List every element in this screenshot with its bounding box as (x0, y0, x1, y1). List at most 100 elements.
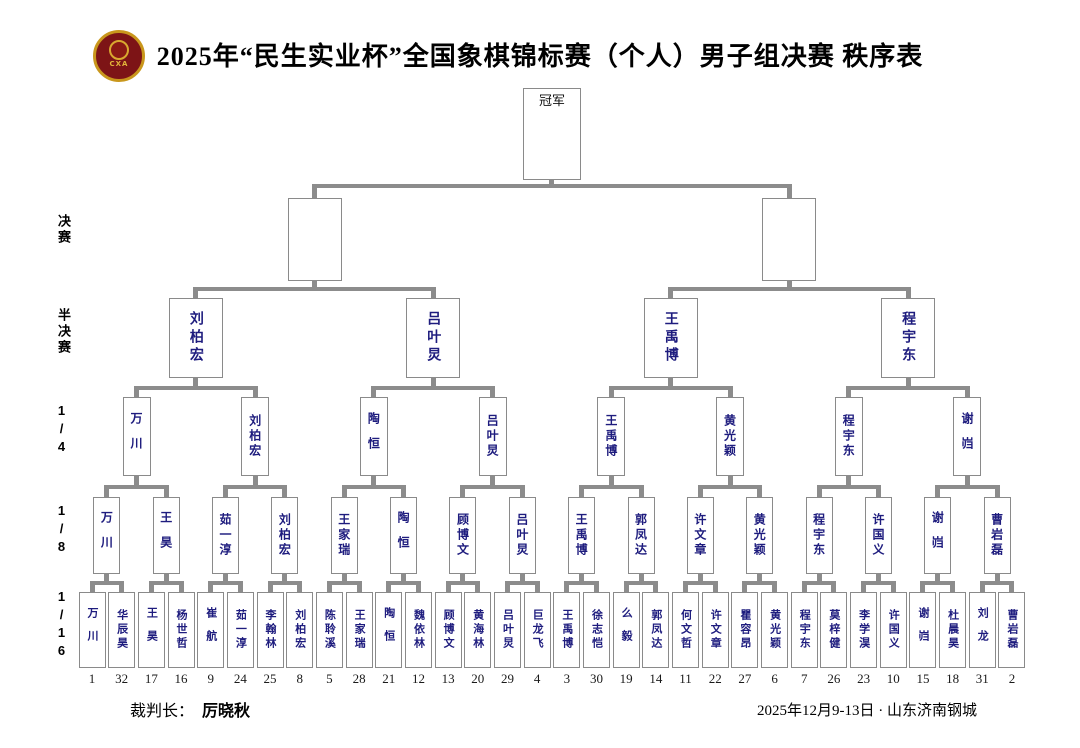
player-box-round32-10: 王家瑞 (345, 592, 373, 668)
connector-child-semifinal-1 (193, 287, 199, 298)
connector-child-round16-4 (282, 485, 288, 497)
connector-child-final-2 (786, 184, 792, 198)
player-box-round16-5: 王家瑞 (330, 497, 358, 574)
player-name: 黄海林 (471, 609, 485, 651)
cxa-logo-text: CXA (109, 60, 129, 68)
player-box-semifinal-3: 王禹博 (643, 298, 698, 378)
player-box-round16-1: 万川 (93, 497, 121, 574)
player-name: 顾博文 (442, 609, 456, 651)
player-name: 黄光颖 (722, 414, 737, 459)
player-box-round32-24: 黄光颖 (761, 592, 789, 668)
player-name: 么毅 (620, 607, 634, 653)
player-name: 吕叶炅 (501, 609, 515, 651)
connector-parent-round32-8 (519, 573, 525, 585)
player-name: 谢岿 (959, 411, 974, 462)
connector-parent-round32-15 (935, 573, 941, 585)
connector-child-quarterfinal-3 (371, 386, 377, 397)
seed-number-28: 10 (886, 671, 900, 686)
player-name: 何文哲 (679, 609, 693, 651)
player-box-round32-23: 瞿容昂 (731, 592, 759, 668)
connector-child-quarterfinal-8 (964, 386, 970, 397)
player-box-round16-7: 顾博文 (449, 497, 477, 574)
connector-child-round32-7 (267, 581, 273, 592)
connector-parent-quarterfinal-1 (193, 377, 199, 390)
connector-child-round32-6 (237, 581, 243, 592)
player-name: 谢岿 (916, 607, 930, 653)
seed-number-1: 1 (88, 671, 96, 686)
connector-child-quarterfinal-7 (846, 386, 852, 397)
player-name: 万川 (99, 510, 114, 561)
connector-parent-round16-4 (490, 475, 496, 489)
connector-child-round32-28 (890, 581, 896, 592)
player-name: 徐志恺 (590, 609, 604, 651)
player-box-semifinal-1: 刘柏宏 (168, 298, 223, 378)
connector-child-round16-8 (519, 485, 525, 497)
page-title: 2025年“民生实业杯”全国象棋锦标赛（个人）男子组决赛 秩序表 (156, 42, 924, 71)
connector-child-round32-25 (801, 581, 807, 592)
connector-parent-round16-7 (846, 475, 852, 489)
player-box-round16-9: 王禹博 (568, 497, 596, 574)
player-name: 曹岩磊 (1005, 609, 1019, 651)
player-name: 王禹博 (560, 609, 574, 651)
connector-child-round32-8 (297, 581, 303, 592)
connector-parent-round16-6 (727, 475, 733, 489)
player-box-round32-3: 王昊 (137, 592, 165, 668)
player-name: 郭凤达 (649, 609, 663, 651)
connector-parent-round16-5 (608, 475, 614, 489)
player-name: 黄光颖 (752, 513, 767, 558)
seed-number-26: 26 (827, 671, 841, 686)
connector-child-round32-30 (950, 581, 956, 592)
player-box-round16-6: 陶恒 (390, 497, 418, 574)
connector-child-round16-10 (638, 485, 644, 497)
seed-number-15: 29 (500, 671, 514, 686)
player-box-quarterfinal-2: 刘柏宏 (241, 397, 270, 476)
player-name: 陶恒 (366, 411, 381, 462)
player-box-quarterfinal-7: 程宇东 (834, 397, 863, 476)
player-name: 刘柏宏 (293, 609, 307, 651)
player-name: 万川 (129, 411, 143, 462)
player-name: 程宇东 (798, 609, 812, 651)
seed-number-17: 3 (563, 671, 571, 686)
player-box-round32-30: 杜晨昊 (939, 592, 967, 668)
player-name: 茹一淳 (218, 513, 233, 558)
connector-child-final-1 (312, 184, 318, 198)
seed-number-6: 24 (233, 671, 247, 686)
player-box-round32-12: 魏依林 (404, 592, 432, 668)
player-box-round32-7: 李翰林 (256, 592, 284, 668)
seed-number-4: 16 (174, 671, 188, 686)
connector-child-round32-24 (772, 581, 778, 592)
player-name: 陶恒 (382, 607, 396, 653)
connector-parent-round16-8 (964, 475, 970, 489)
connector-child-round32-13 (445, 581, 451, 592)
seed-number-19: 19 (619, 671, 633, 686)
connector-child-round32-5 (208, 581, 214, 592)
player-name: 许国义 (870, 513, 885, 558)
referee-name: 厉晓秋 (202, 703, 251, 720)
seed-number-27: 23 (857, 671, 871, 686)
player-name: 曹岩磊 (989, 513, 1004, 558)
player-box-quarterfinal-1: 万川 (122, 397, 151, 476)
connector-child-round32-20 (653, 581, 659, 592)
player-name: 谢岿 (930, 510, 945, 561)
connector-parent-round32-9 (579, 573, 585, 585)
connector-child-round32-17 (564, 581, 570, 592)
player-box-final-1 (287, 198, 342, 281)
player-name: 郭凤达 (633, 513, 648, 558)
player-box-round32-19: 么毅 (612, 592, 640, 668)
connector-child-round32-32 (1009, 581, 1015, 592)
player-name: 吕叶炅 (425, 311, 442, 365)
seed-number-7: 25 (263, 671, 277, 686)
seed-number-12: 12 (411, 671, 425, 686)
connector-parent-round16-1 (134, 475, 139, 489)
connector-parent-round32-11 (697, 573, 703, 585)
player-name: 王禹博 (603, 414, 618, 459)
player-box-quarterfinal-8: 谢岿 (953, 397, 982, 476)
player-box-quarterfinal-6: 黄光颖 (716, 397, 745, 476)
connector-child-round16-13 (816, 485, 822, 497)
player-name: 华辰昊 (115, 609, 129, 651)
connector-child-round16-3 (223, 485, 229, 497)
connector-child-round32-19 (623, 581, 629, 592)
connector-parent-round16-3 (371, 475, 377, 489)
round-label-round-of-16: 1/8 (54, 503, 69, 557)
